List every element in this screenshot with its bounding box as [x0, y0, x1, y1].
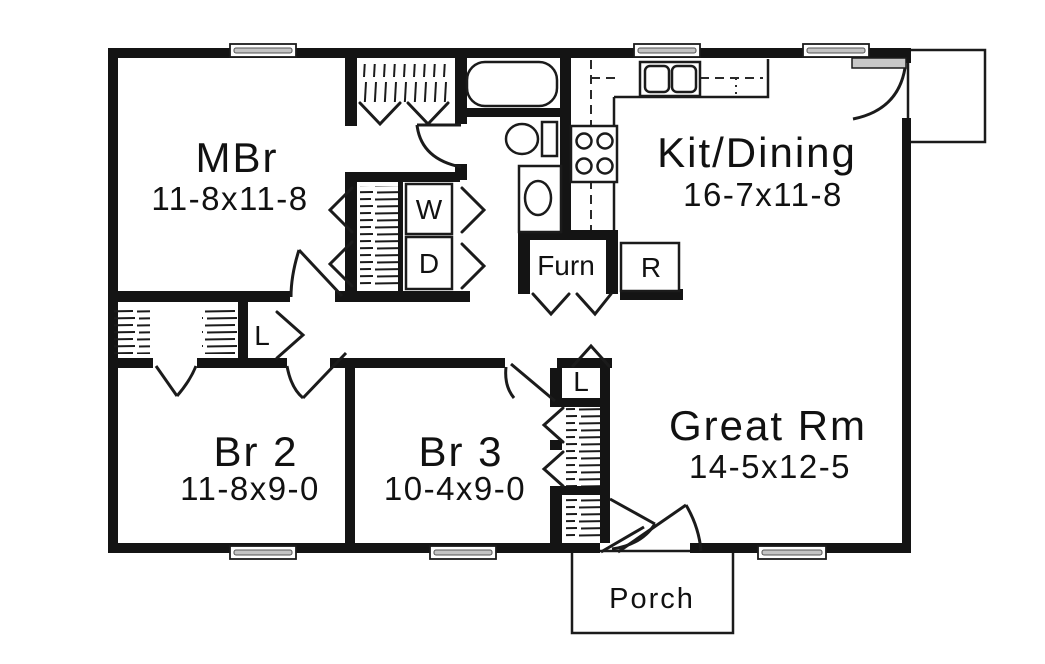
fixture-labels: W D Furn R L L [254, 194, 661, 397]
window [802, 43, 870, 58]
room-dims-br3: 10-4x9-0 [384, 470, 526, 507]
window [229, 43, 297, 58]
kitchen-sink [638, 60, 702, 98]
linen-entry-label: L [573, 366, 589, 397]
bathroom-sink [517, 164, 563, 234]
room-dims-br2: 11-8x9-0 [180, 470, 320, 507]
dryer-box [404, 235, 454, 291]
door-swings [154, 57, 907, 554]
room-dims-kit-dining: 16-7x11-8 [683, 176, 843, 213]
bathtub [465, 60, 559, 108]
window [633, 43, 701, 58]
room-label-br2: Br 2 [213, 428, 298, 475]
room-label-mbr: MBr [196, 134, 279, 181]
room-label-porch: Porch [609, 583, 695, 615]
window [757, 545, 827, 560]
dryer-label: D [419, 248, 439, 279]
washer-box [404, 182, 454, 236]
window [229, 545, 297, 560]
porch-outline [570, 549, 735, 635]
stoop-outline [906, 48, 987, 144]
refrigerator-label: R [641, 252, 661, 283]
room-labels: MBr 11-8x11-8 Kit/Dining 16-7x11-8 Br 2 … [151, 129, 867, 615]
linen-hall-label: L [254, 320, 270, 351]
washer-label: W [416, 194, 443, 225]
bifold-door-chevrons [275, 101, 613, 488]
closet-hatching [114, 64, 600, 541]
room-dims-great-rm: 14-5x12-5 [689, 448, 851, 485]
stove [569, 124, 619, 184]
windows [229, 43, 870, 560]
room-label-kit-dining: Kit/Dining [657, 129, 857, 176]
room-label-br3: Br 3 [418, 428, 503, 475]
furnace-label: Furn [537, 250, 595, 281]
refrigerator [619, 241, 681, 293]
room-label-great-rm: Great Rm [669, 402, 867, 449]
window [429, 545, 497, 560]
toilet [504, 120, 559, 158]
room-dims-mbr: 11-8x11-8 [151, 180, 308, 217]
interior-walls [108, 58, 683, 543]
